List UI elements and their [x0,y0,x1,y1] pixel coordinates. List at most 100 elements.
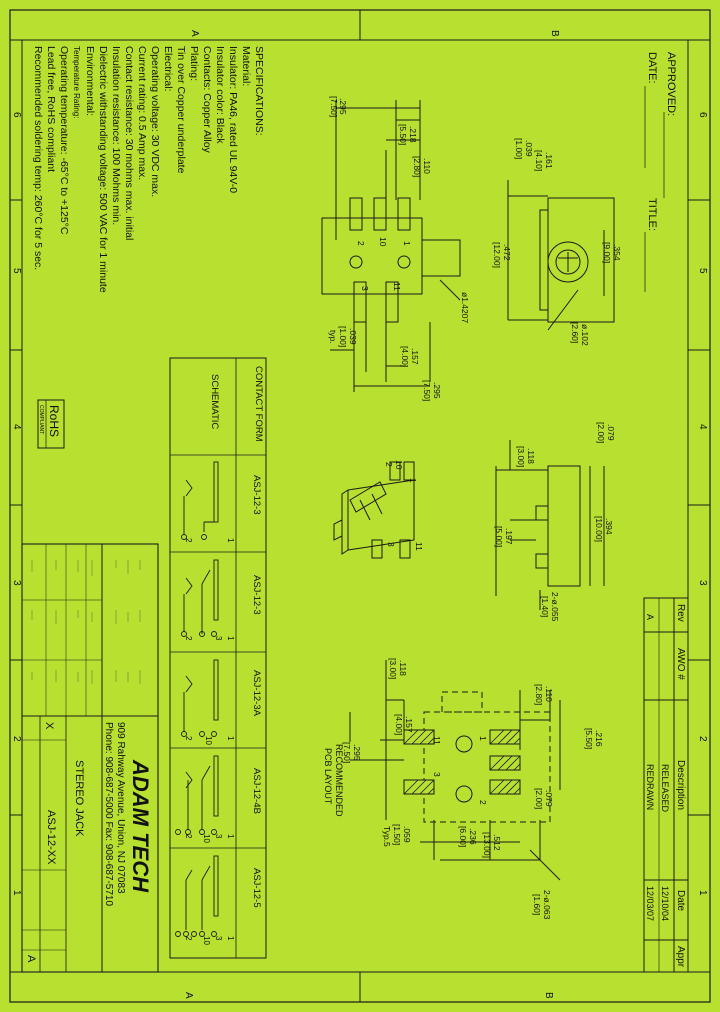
rohs-text: RoHS [47,405,61,437]
schematic-asj-12-3b [181,559,219,637]
svg-text:2: 2 [184,834,193,839]
title-block [21,543,159,973]
dim-text: .161 [544,152,554,169]
spec-line: Environmental: [84,46,96,116]
dim-text: ø1.4207 [460,292,470,323]
dim-text: .110 [422,158,432,174]
schematic-pin-numbers: 1 2 1 3 2 1 10 2 1 3 10 2 1 3 10 2 [184,538,235,945]
dim-text: [5.50] [584,728,594,749]
pcb-layout-drawing [349,660,561,881]
dim-text: .079 [606,424,616,441]
border-markers: A B A B 6 5 4 3 2 1 6 5 4 3 2 1 [11,30,708,999]
spec-line: Current rating: 0.5 Amp max. [136,46,148,180]
dim-text: .236 [468,828,478,845]
dim-text: [2.00] [534,788,544,809]
side-view-labels: .118 [3.00] .079 [2.00] .394 [10.00] .19… [494,422,616,622]
drawing-frame [9,9,711,1003]
svg-text:3: 3 [214,936,223,941]
svg-text:1: 1 [226,736,235,741]
rohs-compliant-text: COMPLIANT [38,405,44,434]
pcb-layout-labels: 11 1 3 2 RECOMMENDED PCB LAYOUT .118 [3.… [323,658,604,920]
approved-label: APPROVED: [665,52,677,116]
dim-text: .157 [410,348,420,365]
dim-text: [1.00] [338,326,348,347]
border-number-6-right: 6 [697,112,708,118]
company-phone: Phone: 908-687-5000 Fax: 908-687-5710 [103,722,114,906]
approval-header: APPROVED: DATE: TITLE: [644,52,677,292]
dim-text: .118 [398,660,408,676]
contact-form-label: CONTACT FORM [253,366,264,442]
schematic-label: SCHEMATIC [209,374,220,429]
dim-text: [10.00] [594,516,604,542]
dim-text: .110 [544,686,554,702]
dim-text: [1.40] [540,596,550,617]
pin-label: 2 [384,462,394,467]
svg-text:2: 2 [184,736,193,741]
pin-label: 3 [386,542,396,547]
dim-text: [1.50] [392,824,402,845]
spec-line: Dielectric withstanding voltage: 500 VAC… [97,46,109,293]
side-view-drawing [495,440,605,610]
contact-form-column: ASJ-12-3 [251,475,262,515]
schematic-asj-12-4b [175,755,219,835]
spec-line: Temperature Rating: [72,46,81,118]
svg-text:2: 2 [184,538,193,543]
dim-text: Typ.5 [382,826,392,847]
dim-text: [2.80] [412,156,422,177]
revision-table-text: Rev AWO # Description Date Appr RELEASED… [645,604,686,968]
dim-text: .295 [432,382,442,399]
front-view-labels: .039 [1.00] .161 [4.10] .472 [12.00] .35… [492,138,622,346]
dim-text: [4.00] [400,346,410,367]
svg-text:2: 2 [184,636,193,641]
spec-line: Recommended soldering temp: 260°C for 5 … [32,46,44,270]
company-name: ADAM TECH [128,759,153,893]
dim-text: .039 [524,140,534,157]
date-label: DATE: [646,52,658,84]
border-number-3-left: 3 [11,580,22,586]
spec-line: Plating: [188,46,200,81]
svg-text:1: 1 [226,936,235,941]
pin-label: 1 [402,241,412,246]
svg-text:10: 10 [204,736,213,745]
schematic-asj-12-5 [175,855,219,937]
dim-text: .218 [408,126,418,143]
spec-line: Operating voltage: 30 VDC max. [149,46,161,197]
dim-text: 2-ø.055 [550,592,560,622]
spec-line: Operating temperature: -65°C to +125°C [58,46,70,235]
dim-text: ø.102 [580,324,590,346]
spec-line: Tin over Copper underplate [175,46,187,174]
revision-table [643,597,689,973]
dim-text: [6.00] [458,826,468,847]
svg-text:10: 10 [202,834,211,843]
border-number-2-left: 2 [11,736,22,742]
rohs-stamp: RoHS COMPLIANT [37,399,65,449]
dim-text: [3.00] [516,446,526,467]
dim-text: .157 [404,716,414,733]
border-number-5-right: 5 [697,268,708,274]
dim-text: [7.50] [329,96,339,117]
awo-header: AWO # [675,648,686,680]
spec-line: Contacts: Copper Alloy [201,46,213,154]
top-view-labels: 2 10 1 3 11 .295 [7.50] .218 [5.50] .110… [328,96,470,401]
pcb-pad-label: 1 [478,736,488,741]
spec-line: Electrical: [162,46,174,92]
pin-label: 10 [378,237,388,247]
dim-text: .216 [594,730,604,747]
rev-header: Rev [675,604,686,622]
spec-line: Lead free, RoHS compliant [45,46,57,172]
pin-label: 10 [394,460,404,470]
border-number-4-right: 4 [697,424,708,430]
dim-text: [4.00] [394,714,404,735]
dim-text: [5.50] [398,124,408,145]
dim-text: [2.00] [596,422,606,443]
schematic-asj-12-3 [181,461,219,540]
svg-text:3: 3 [214,636,223,641]
dim-text: .354 [612,244,622,261]
spec-line: Insulator color: Black [214,46,226,144]
spec-line: Insulator: PA46, rated UL 94V-0 [227,46,239,193]
border-letter-top-b: B [549,30,560,37]
pcb-pad-label: 11 [432,736,442,745]
pin-label: 3 [360,286,370,291]
schematic-table [169,357,267,959]
